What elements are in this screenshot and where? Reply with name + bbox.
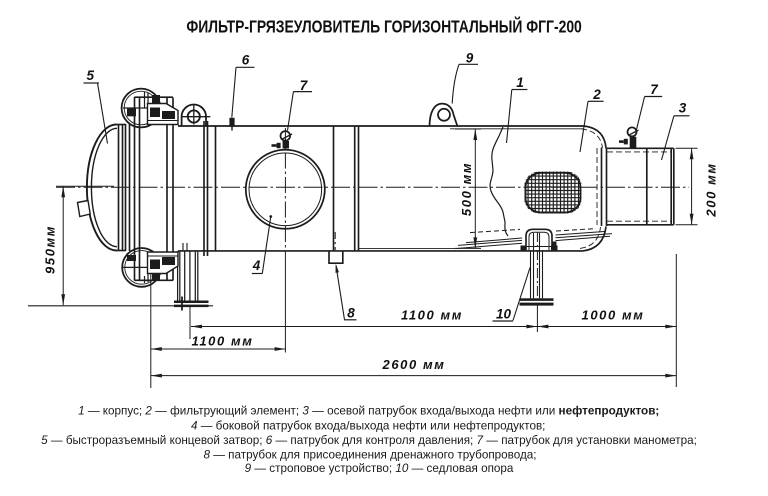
svg-text:5: 5 [87,68,95,83]
svg-text:4 — боковой патрубок входа/вых: 4 — боковой патрубок входа/выхода нефти … [191,419,545,432]
svg-text:3: 3 [679,101,687,116]
svg-text:9 — строповое устройство; 10 —: 9 — строповое устройство; 10 — седловая … [245,462,514,475]
svg-text:1100 мм: 1100 мм [401,308,463,323]
svg-text:7: 7 [650,82,659,97]
svg-text:950мм: 950мм [43,225,58,274]
svg-text:10: 10 [496,307,512,322]
svg-text:1: 1 [516,75,524,90]
svg-text:1 — корпус; 2 — фильтрующий эл: 1 — корпус; 2 — фильтрующий элемент; 3 —… [78,405,659,418]
svg-text:200 мм: 200 мм [704,162,719,217]
svg-text:ФИЛЬТР-ГРЯЗЕУЛОВИТЕЛЬ ГОРИЗОНТ: ФИЛЬТР-ГРЯЗЕУЛОВИТЕЛЬ ГОРИЗОНТАЛЬНЫЙ ФГГ… [186,16,582,37]
svg-text:2600 мм: 2600 мм [382,357,446,372]
svg-text:5 — быстроразъемный концевой з: 5 — быстроразъемный концевой затвор; 6 —… [41,434,697,447]
svg-text:2: 2 [592,87,601,102]
svg-text:8 — патрубок для присоединения: 8 — патрубок для присоединения дренажног… [203,449,536,462]
svg-text:4: 4 [252,258,261,273]
svg-text:6: 6 [242,53,250,68]
svg-text:1100 мм: 1100 мм [191,334,253,349]
svg-text:1000 мм: 1000 мм [582,308,645,323]
svg-text:7: 7 [300,78,309,93]
svg-text:8: 8 [347,306,355,321]
svg-text:500 мм: 500 мм [459,162,474,216]
svg-text:9: 9 [466,51,474,66]
